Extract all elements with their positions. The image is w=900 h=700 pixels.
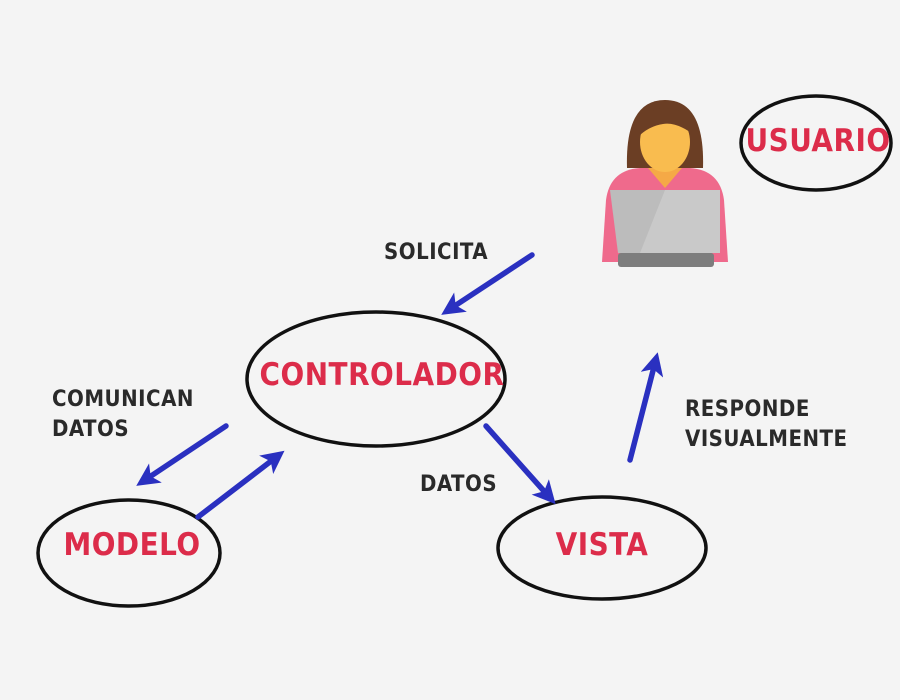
controlador-label: CONTROLADOR <box>260 357 505 393</box>
modelo-ellipse <box>36 498 222 608</box>
vista-label: VISTA <box>556 527 649 563</box>
arrow-responde <box>627 352 664 463</box>
responde-label-line1: RESPONDE <box>685 397 810 422</box>
arrow-to-modelo <box>136 423 229 486</box>
modelo-label: MODELO <box>63 527 200 563</box>
solicita-label: SOLICITA <box>384 240 488 265</box>
comunican-label-line2: DATOS <box>52 417 129 442</box>
vista-ellipse <box>496 495 708 601</box>
responde-label-line2: VISUALMENTE <box>685 427 848 452</box>
usuario-ellipse <box>739 94 893 192</box>
comunican-label-line1: COMUNICAN <box>52 387 194 412</box>
user-with-laptop-icon <box>602 100 728 267</box>
arrow-datos <box>483 423 556 505</box>
usuario-label: USUARIO <box>745 123 890 159</box>
arrow-to-controlador <box>195 450 285 520</box>
datos-label: DATOS <box>420 472 497 497</box>
arrow-solicita <box>441 252 535 315</box>
controlador-ellipse <box>245 310 507 448</box>
